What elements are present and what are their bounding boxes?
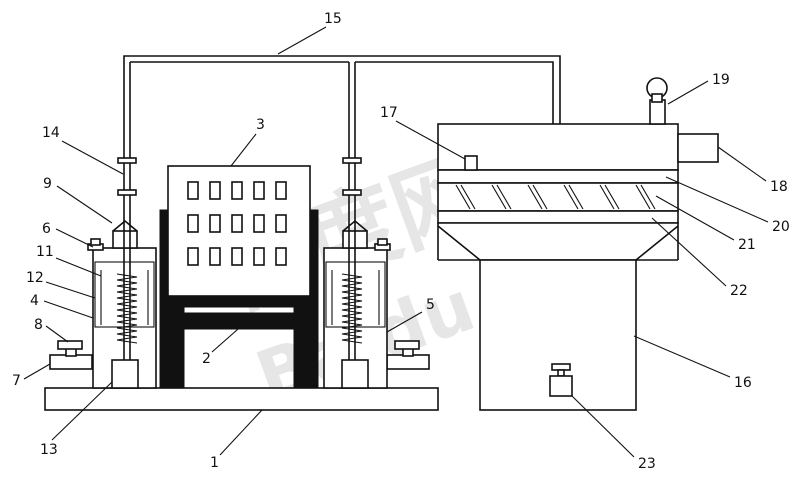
part-label: 11 <box>36 244 54 260</box>
vent-window <box>275 214 287 233</box>
vent-window <box>231 181 243 200</box>
sensor <box>464 155 478 171</box>
right-housing <box>323 62 391 389</box>
leader-line <box>43 300 94 319</box>
screen-blade <box>568 184 584 210</box>
vent-window <box>231 214 243 233</box>
vent-window <box>253 247 265 266</box>
vent-window <box>275 247 287 266</box>
base-plate <box>44 387 439 411</box>
left-platform <box>49 340 93 370</box>
leader-line <box>45 281 96 299</box>
leader-line <box>230 133 257 167</box>
screen-blade <box>527 184 543 210</box>
leader-line <box>571 395 635 458</box>
vent-box <box>167 165 311 297</box>
vent-window <box>253 214 265 233</box>
part-label: 4 <box>30 293 39 309</box>
drain-valve <box>549 363 573 397</box>
leader-line <box>386 311 423 333</box>
part-label: 1 <box>210 455 219 471</box>
leader-line <box>219 409 263 456</box>
screen-blade <box>635 184 651 210</box>
screen-blade <box>532 184 548 210</box>
vent-window <box>187 247 199 266</box>
screen-blade <box>455 184 471 210</box>
left-spring <box>116 273 138 344</box>
vent-window <box>209 181 221 200</box>
part-label: 19 <box>712 72 730 88</box>
part-label: 21 <box>738 237 756 253</box>
part-label: 13 <box>40 442 58 458</box>
leader-line <box>51 381 113 441</box>
vent-window <box>209 247 221 266</box>
vent-window <box>275 181 287 200</box>
part-label: 23 <box>638 456 656 472</box>
leader-line <box>277 26 327 55</box>
screen-hatch <box>455 184 656 210</box>
part-label: 17 <box>380 105 398 121</box>
screen-blade <box>604 184 620 210</box>
part-label: 3 <box>256 117 265 133</box>
vent-window <box>187 214 199 233</box>
vent-window <box>209 214 221 233</box>
part-label: 18 <box>770 179 788 195</box>
part-label: 16 <box>734 375 752 391</box>
leader-line <box>56 185 113 224</box>
part-label: 14 <box>42 125 60 141</box>
screen-blade <box>640 184 656 210</box>
leader-line <box>655 195 735 241</box>
leader-line <box>665 176 769 223</box>
left-housing <box>87 62 157 389</box>
leader-line <box>55 228 94 248</box>
leader-line <box>395 120 466 160</box>
right-platform <box>386 340 430 370</box>
part-label: 6 <box>42 221 51 237</box>
screen-blade <box>496 184 512 210</box>
leader-line <box>633 335 731 378</box>
leader-line <box>61 140 124 175</box>
vent-window <box>253 181 265 200</box>
leader-line <box>23 363 51 380</box>
leader-line <box>211 321 247 353</box>
top-pipe <box>123 55 561 124</box>
vent-window <box>187 181 199 200</box>
leader-line <box>55 257 102 277</box>
vent-windows <box>187 181 287 266</box>
part-label: 15 <box>324 11 342 27</box>
right-spring <box>341 273 363 344</box>
leader-line <box>717 146 767 182</box>
part-label: 2 <box>202 351 211 367</box>
leader-line <box>667 80 709 105</box>
part-label: 12 <box>26 270 44 286</box>
vent-window <box>231 247 243 266</box>
part-label: 9 <box>43 176 52 192</box>
screen-blade <box>491 184 507 210</box>
screen-blade <box>460 184 476 210</box>
screen-blade <box>563 184 579 210</box>
part-label: 5 <box>426 297 435 313</box>
part-label: 20 <box>772 219 790 235</box>
dust-box <box>437 123 679 261</box>
screen-blade <box>599 184 615 210</box>
part-label: 7 <box>12 373 21 389</box>
motor <box>677 133 719 163</box>
leader-line <box>45 325 69 343</box>
leader-line <box>651 217 727 287</box>
part-label: 22 <box>730 283 748 299</box>
part-label: 8 <box>34 317 43 333</box>
fan <box>646 77 668 125</box>
